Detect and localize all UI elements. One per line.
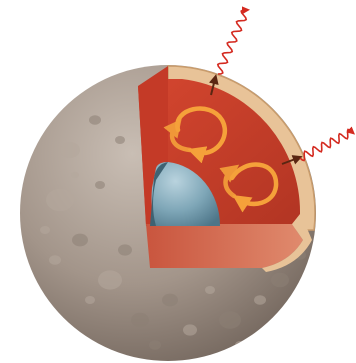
crater — [40, 226, 50, 234]
crater — [85, 296, 95, 304]
radiation-wave-right — [300, 130, 352, 161]
crater — [89, 115, 101, 125]
crater — [183, 324, 197, 335]
mantle-floor — [146, 224, 303, 268]
crater — [72, 234, 88, 247]
crater — [60, 142, 80, 158]
crater — [162, 294, 178, 307]
crater — [46, 189, 74, 211]
crater — [49, 255, 61, 265]
cutaway-wedge — [138, 66, 315, 272]
crater — [271, 273, 289, 287]
crater — [115, 136, 125, 144]
radiation-wave-top — [218, 10, 246, 74]
crater — [131, 313, 149, 327]
crater — [205, 286, 215, 294]
crater — [149, 340, 161, 350]
crater — [98, 270, 122, 289]
crater — [235, 341, 245, 349]
crater — [71, 172, 79, 178]
crater — [118, 244, 132, 255]
crater — [219, 311, 241, 329]
crater — [254, 295, 266, 305]
crater — [95, 181, 105, 189]
